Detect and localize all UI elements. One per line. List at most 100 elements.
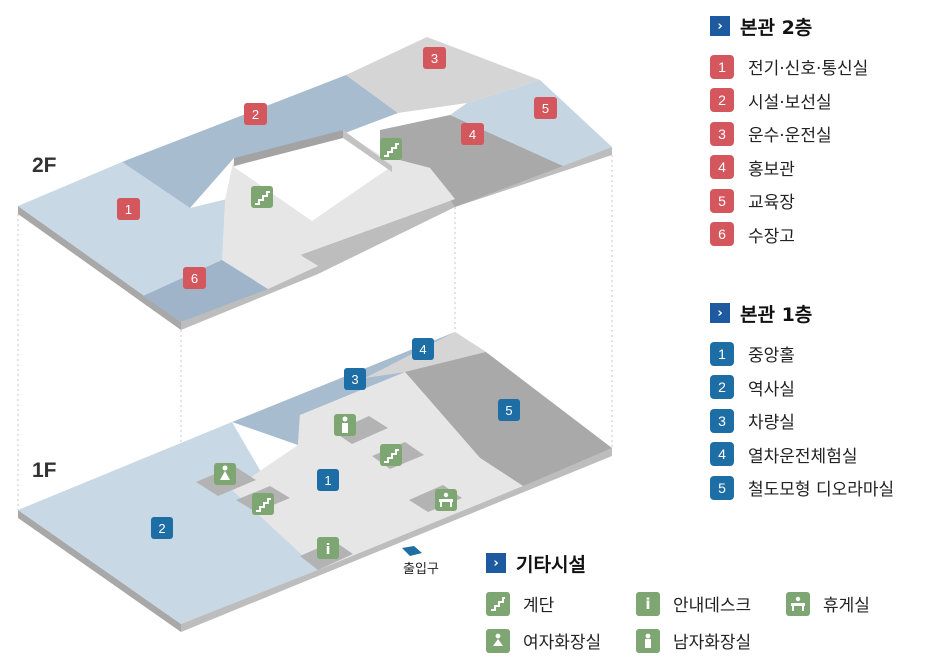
- facility-label: 안내데스크: [673, 596, 752, 616]
- 1f-marker-1[interactable]: 1: [317, 469, 339, 491]
- facility-item-stairs[interactable]: 계단: [486, 591, 554, 616]
- 2f-marker-1[interactable]: 1: [117, 198, 140, 220]
- legend-number-badge: 1: [710, 341, 734, 366]
- legend-number-badge: 4: [710, 442, 734, 467]
- floor-1f: [18, 332, 612, 632]
- floor-2f: [18, 37, 612, 330]
- legend-facilities-header-wrap: › 기타시설: [486, 551, 586, 576]
- legend-number-badge: 5: [710, 475, 734, 500]
- stairs-icon: [486, 591, 510, 616]
- svg-text:i: i: [326, 542, 331, 558]
- 1f-marker-3[interactable]: 3: [344, 368, 366, 390]
- legend-number-badge: 2: [710, 88, 734, 113]
- legend-item-label: 전기·신호·통신실: [748, 59, 869, 80]
- 2f-room-6: [143, 260, 268, 322]
- facility-label: 여자화장실: [523, 633, 602, 653]
- lounge-icon: [786, 591, 810, 616]
- legend-1f-item[interactable]: 1 중앙홀: [710, 337, 894, 371]
- legend-1f-title: 본관 1층: [740, 303, 813, 326]
- 2f-marker-3-label: 3: [431, 51, 438, 66]
- 2f-marker-3[interactable]: 3: [423, 47, 446, 69]
- legend-2f-header: › 본관 2층: [710, 14, 868, 39]
- legend-number-badge: 1: [710, 54, 734, 79]
- legend-item-label: 시설·보선실: [748, 92, 832, 113]
- stairs-icon: [252, 493, 274, 515]
- legend-item-label: 수장고: [748, 226, 795, 247]
- legend-1f-item[interactable]: 4 열차운전체험실: [710, 438, 894, 472]
- 2f-room-3: [346, 37, 540, 113]
- 1f-markers: 1 2 3 4 5: [151, 338, 520, 539]
- 2f-markers: 1 2 3 4 5 6: [117, 47, 557, 289]
- 1f-marker-5[interactable]: 5: [498, 399, 520, 421]
- legend-number-badge: 5: [710, 188, 734, 213]
- 2f-marker-2[interactable]: 2: [244, 103, 267, 125]
- 1f-marker-5-label: 5: [505, 403, 512, 418]
- facility-item-info[interactable]: i 안내데스크: [636, 591, 751, 616]
- legend-facilities-list: 계단 i 안내데스크 휴게실 여자화장실 남자화장실: [486, 591, 926, 667]
- entrance-arrow-icon: [402, 546, 422, 556]
- 2f-marker-5[interactable]: 5: [534, 97, 557, 119]
- 1f-marker-1-label: 1: [324, 473, 331, 488]
- legend-2f-title: 본관 2층: [740, 16, 813, 39]
- 2f-marker-1-label: 1: [125, 202, 132, 217]
- chevron-right-icon: ›: [710, 16, 730, 36]
- legend-item-label: 운수·운전실: [748, 126, 832, 147]
- 2f-marker-4-label: 4: [469, 127, 476, 142]
- female-restroom-icon: [486, 628, 510, 653]
- 2f-slab-left: [18, 206, 181, 330]
- legend-number-badge: 4: [710, 155, 734, 180]
- 2f-marker-5-label: 5: [542, 101, 549, 116]
- floor-label-2f: 2F: [32, 154, 57, 177]
- legend-2f-item[interactable]: 5 교육장: [710, 184, 868, 218]
- facility-item-lounge[interactable]: 휴게실: [786, 591, 870, 616]
- 2f-room-4: [380, 115, 563, 207]
- 2f-atrium-void: [234, 130, 392, 221]
- info-icon: i: [317, 537, 339, 559]
- legend-item-label: 열차운전체험실: [748, 446, 858, 467]
- 2f-slab-front: [181, 266, 318, 330]
- chevron-right-icon: ›: [710, 303, 730, 323]
- 2f-marker-4[interactable]: 4: [461, 123, 484, 145]
- legend-2f-item[interactable]: 1 전기·신호·통신실: [710, 50, 868, 84]
- legend-facilities-title: 기타시설: [516, 553, 586, 576]
- 1f-slab-front: [181, 448, 612, 632]
- chevron-right-icon: ›: [486, 553, 506, 573]
- male-restroom-icon: [334, 414, 356, 436]
- legend-item-label: 교육장: [748, 193, 795, 214]
- entrance-marker[interactable]: 출입구: [402, 546, 439, 577]
- 1f-central-hall: [232, 372, 523, 570]
- facility-item-female-restroom[interactable]: 여자화장실: [486, 628, 601, 653]
- 1f-marker-3-label: 3: [351, 372, 358, 387]
- 2f-room-5: [450, 80, 612, 166]
- legend-2f-item[interactable]: 2 시설·보선실: [710, 84, 868, 118]
- legend-1f-header: › 본관 1층: [710, 301, 894, 326]
- facility-label: 휴게실: [823, 596, 870, 616]
- stairs-icon: [251, 186, 273, 208]
- facility-label: 계단: [523, 596, 555, 616]
- female-restroom-icon: [214, 463, 236, 485]
- stairs-icon: [380, 444, 402, 466]
- 2f-slab-mid: [300, 199, 455, 274]
- 2f-marker-6-label: 6: [191, 271, 198, 286]
- 2f-marker-2-label: 2: [252, 107, 259, 122]
- 1f-slab-left: [18, 510, 181, 632]
- facility-item-male-restroom[interactable]: 남자화장실: [636, 628, 751, 653]
- legend-item-label: 중앙홀: [748, 346, 795, 367]
- 1f-marker-4[interactable]: 4: [412, 338, 434, 360]
- legend-number-badge: 3: [710, 408, 734, 433]
- lounge-icon: [435, 489, 457, 511]
- 2f-marker-6[interactable]: 6: [183, 267, 206, 289]
- 1f-marker-2[interactable]: 2: [151, 517, 173, 539]
- male-restroom-icon: [636, 628, 660, 653]
- 1f-marker-2-label: 2: [158, 521, 165, 536]
- map-facility-icons: i: [214, 138, 457, 559]
